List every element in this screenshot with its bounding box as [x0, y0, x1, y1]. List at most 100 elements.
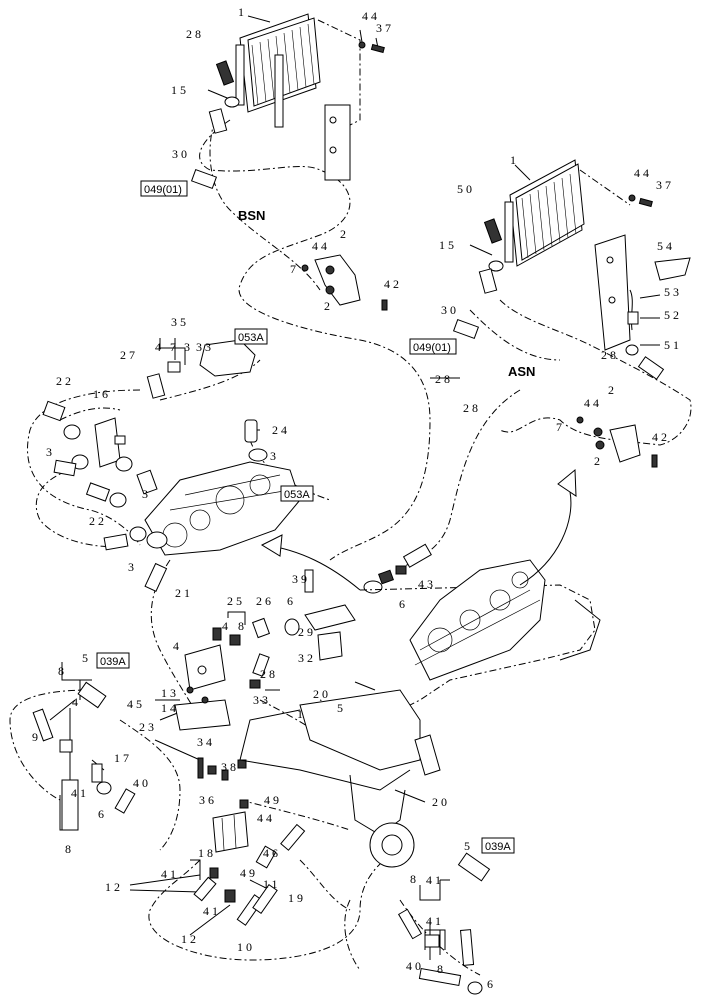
- callout-46: 46: [263, 846, 281, 860]
- callout-44: 44: [634, 166, 652, 180]
- callout-2: 2: [594, 454, 603, 468]
- callout-33: 33: [196, 340, 214, 354]
- ref-box-053-mid[interactable]: 053A: [280, 485, 314, 502]
- callout-11: 11: [263, 877, 281, 891]
- callout-9: 9: [32, 730, 41, 744]
- ref-box-039-bottom[interactable]: 039A: [481, 837, 515, 854]
- callout-20: 20: [432, 795, 450, 809]
- callout-18: 18: [198, 846, 216, 860]
- callout-28: 28: [601, 348, 619, 362]
- callout-28: 28: [435, 372, 453, 386]
- ref-box-039-left[interactable]: 039A: [96, 652, 130, 669]
- control-valve-4: [184, 644, 270, 691]
- callout-4: 4: [72, 695, 81, 709]
- clamp-assembly-asn: [576, 416, 658, 468]
- callout-37: 37: [376, 21, 394, 35]
- callout-4: 4: [173, 639, 182, 653]
- fittings-left-branch: [32, 681, 136, 831]
- callout-19: 19: [288, 891, 306, 905]
- callout-50: 50: [457, 182, 475, 196]
- callout-29: 29: [298, 625, 316, 639]
- callout-49: 49: [264, 793, 282, 807]
- callout-28: 28: [463, 401, 481, 415]
- callout-1: 1: [297, 707, 306, 721]
- callout-12: 12: [181, 932, 199, 946]
- callout-2: 2: [608, 383, 617, 397]
- hose-fittings-left: [42, 400, 168, 592]
- callout-44: 44: [257, 811, 275, 825]
- callout-39: 39: [292, 572, 310, 586]
- callout-44: 44: [584, 396, 602, 410]
- callout-43: 43: [418, 577, 436, 591]
- valve-block-lower: [207, 759, 306, 869]
- callout-16: 16: [93, 387, 111, 401]
- callout-27: 27: [120, 348, 138, 362]
- callout-8: 8: [65, 842, 74, 856]
- callout-22: 22: [56, 374, 74, 388]
- callout-7: 7: [290, 262, 299, 276]
- callout-15: 15: [171, 83, 189, 97]
- callout-40: 40: [133, 776, 151, 790]
- ref-053-mid-text: 053A: [284, 489, 310, 501]
- callout-41: 41: [426, 873, 444, 887]
- callout-34: 34: [197, 735, 215, 749]
- callout-30: 30: [441, 303, 459, 317]
- callout-5: 5: [82, 651, 91, 665]
- callout-44: 44: [362, 9, 380, 23]
- callout-52: 52: [664, 308, 682, 322]
- callout-15: 15: [439, 238, 457, 252]
- callout-numbers: 1 28 15 30 44 37 7 44 2 2 42 1 50 15 30 …: [32, 5, 682, 991]
- callout-44: 44: [312, 239, 330, 253]
- callout-20: 20: [313, 687, 331, 701]
- clamp-assembly-bsn: [301, 254, 388, 311]
- callout-6: 6: [98, 807, 107, 821]
- callout-35: 35: [171, 315, 189, 329]
- callout-37: 37: [656, 178, 674, 192]
- callout-41: 41: [161, 867, 179, 881]
- callout-28: 28: [260, 667, 278, 681]
- mount-plate-29: [304, 604, 356, 661]
- callout-13: 13: [161, 686, 179, 700]
- callout-8: 8: [238, 619, 247, 633]
- ref-box-053-top[interactable]: 053A: [234, 328, 268, 345]
- callout-3: 3: [128, 560, 137, 574]
- mounting-bracket-bsn: [317, 19, 361, 181]
- callout-26: 26: [256, 594, 274, 608]
- callout-3: 3: [184, 340, 193, 354]
- ref-box-049-top[interactable]: 049(01): [140, 180, 188, 197]
- callout-42: 42: [384, 277, 402, 291]
- callout-2: 2: [340, 227, 349, 241]
- callout-6: 6: [487, 977, 496, 991]
- callout-51: 51: [664, 338, 682, 352]
- callout-33: 33: [253, 693, 271, 707]
- oil-cooler-asn: [504, 159, 585, 267]
- callout-38: 38: [221, 760, 239, 774]
- callout-32: 32: [298, 651, 316, 665]
- direction-arrows: [260, 468, 577, 591]
- callout-54: 54: [657, 239, 675, 253]
- callout-3: 3: [142, 487, 151, 501]
- callout-23: 23: [139, 720, 157, 734]
- ref-049-right-text: 049(01): [413, 342, 451, 354]
- callout-1: 1: [510, 153, 519, 167]
- callout-7: 7: [556, 420, 565, 434]
- fittings-bsn-cooler: [190, 41, 385, 190]
- callout-10: 10: [237, 940, 255, 954]
- section-label-asn: ASN: [508, 364, 535, 379]
- hydraulic-pump-main: [144, 419, 301, 556]
- callout-40: 40: [406, 959, 424, 973]
- callout-5: 5: [337, 701, 346, 715]
- callout-3: 3: [270, 449, 279, 463]
- callout-6: 6: [399, 597, 408, 611]
- callout-4: 4: [222, 619, 231, 633]
- callout-49: 49: [240, 866, 258, 880]
- callout-5: 5: [464, 839, 473, 853]
- ref-box-049-right[interactable]: 049(01): [409, 338, 457, 355]
- callout-36: 36: [199, 793, 217, 807]
- callout-12: 12: [105, 880, 123, 894]
- callout-24: 24: [272, 423, 290, 437]
- valve-block-16: [94, 417, 126, 468]
- callout-8: 8: [410, 872, 419, 886]
- callout-21: 21: [175, 586, 193, 600]
